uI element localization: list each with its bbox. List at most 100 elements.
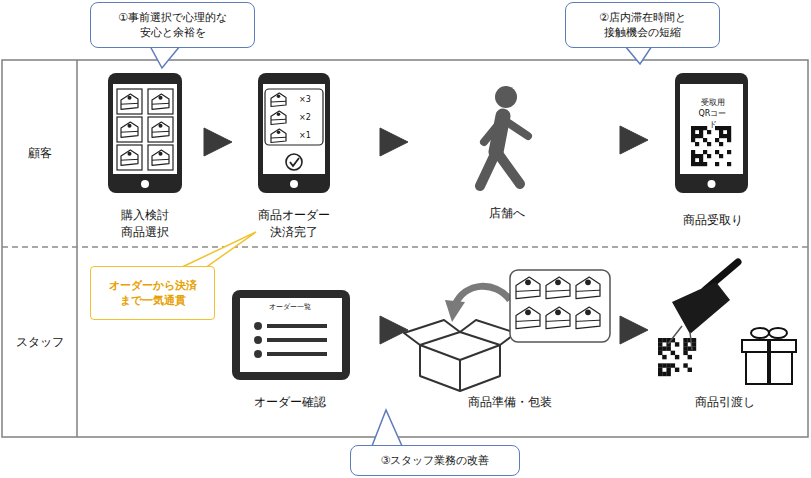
callout-bubble: ①事前選択で心理的な 安心と余裕を bbox=[90, 2, 255, 48]
qr-module bbox=[688, 355, 692, 359]
qr-module bbox=[691, 158, 695, 162]
qr-module bbox=[719, 134, 723, 138]
qr-ground bbox=[658, 338, 696, 376]
product-tile bbox=[148, 89, 173, 114]
gift-bow bbox=[751, 328, 769, 338]
cake-icon bbox=[121, 122, 138, 137]
qr-module bbox=[699, 162, 703, 166]
flow-arrow bbox=[380, 128, 408, 156]
step-label: 商品受取り bbox=[679, 212, 746, 229]
qr-module bbox=[683, 342, 687, 346]
qr-module bbox=[658, 351, 662, 355]
qr-module bbox=[688, 368, 692, 372]
qr-module bbox=[662, 355, 666, 359]
process-step: 受取用 QRコード商品受取り bbox=[660, 70, 765, 242]
qr-module bbox=[662, 346, 666, 350]
scanner-head bbox=[672, 282, 730, 334]
qr-module bbox=[683, 338, 687, 342]
step-label: オーダー一覧 bbox=[267, 303, 313, 313]
qr-module bbox=[658, 368, 662, 372]
callout-text: ③スタッフ業務の改善 bbox=[376, 453, 495, 468]
flow-arrow bbox=[620, 316, 648, 344]
qr-module bbox=[692, 338, 696, 342]
lane-label: 顧客 bbox=[2, 145, 77, 162]
step-label: オーダー確認 bbox=[250, 394, 329, 411]
highlight-callout: オーダーから決済 まで一気通貫 bbox=[90, 266, 215, 320]
step-label: 購入検討 商品選択 bbox=[119, 207, 172, 241]
tablet-screen bbox=[240, 298, 342, 372]
cake-layer bbox=[546, 320, 570, 321]
cake-layer bbox=[152, 131, 169, 133]
qr-module bbox=[707, 130, 711, 134]
qr-module bbox=[683, 346, 687, 350]
callout-tail bbox=[625, 46, 652, 64]
cake-berry bbox=[525, 279, 531, 285]
cake-berry bbox=[158, 124, 162, 128]
product-tile bbox=[117, 117, 142, 142]
phone-body bbox=[108, 73, 182, 193]
qr-module bbox=[727, 162, 731, 166]
process-step: 店舗へ bbox=[455, 70, 560, 242]
callout-text: ②店内滞在時間と 接触機会の短縮 bbox=[595, 10, 690, 41]
qr-module bbox=[691, 130, 695, 134]
cake-layer bbox=[152, 159, 169, 161]
step-label: 受取用 QRコード bbox=[695, 97, 730, 131]
flow-arrow bbox=[620, 126, 648, 154]
qr-module bbox=[703, 126, 707, 130]
process-step: 商品準備・包装 bbox=[410, 265, 610, 415]
box-flaps bbox=[404, 320, 516, 345]
check-circle bbox=[286, 154, 302, 170]
cake-layer bbox=[271, 101, 286, 103]
qr-module bbox=[683, 363, 687, 367]
qr-module bbox=[675, 342, 679, 346]
list-line bbox=[267, 338, 327, 342]
cake-layer bbox=[271, 137, 286, 139]
swimlane-band: スタッフオーダー一覧オーダー確認商品準備・包装商品引渡しオーダーから決済 まで一… bbox=[2, 247, 808, 437]
callout-bubble: ②店内滞在時間と 接触機会の短縮 bbox=[565, 2, 720, 48]
cake-icon bbox=[152, 122, 169, 137]
cake-berry bbox=[277, 95, 281, 99]
qr-module bbox=[699, 130, 703, 134]
quantity-slot: ×2 bbox=[299, 114, 311, 122]
quantity-label: ×2 bbox=[299, 114, 311, 122]
cake-icon bbox=[516, 307, 540, 329]
callout-bubble: ③スタッフ業務の改善 bbox=[350, 445, 520, 476]
list-bullet bbox=[254, 350, 262, 358]
qr-module bbox=[662, 372, 666, 376]
qr-module bbox=[723, 134, 727, 138]
list-bullet bbox=[254, 336, 262, 344]
gift-bow bbox=[769, 328, 787, 338]
qr-module bbox=[658, 342, 662, 346]
qr-module bbox=[666, 368, 670, 372]
cake-icon bbox=[516, 277, 540, 299]
order-panel bbox=[265, 89, 323, 145]
cake-berry bbox=[277, 131, 281, 135]
qr-module bbox=[703, 150, 707, 154]
pack-arrow-head bbox=[445, 300, 465, 322]
cake-layer bbox=[546, 290, 570, 291]
qr-module bbox=[695, 154, 699, 158]
qr-module bbox=[703, 162, 707, 166]
list-bullet bbox=[254, 322, 262, 330]
lane-header-divider bbox=[76, 60, 78, 437]
product-tile bbox=[117, 89, 142, 114]
cake-icon bbox=[546, 277, 570, 299]
phone-button bbox=[290, 180, 298, 188]
cake-berry bbox=[127, 152, 131, 156]
qr-module bbox=[727, 126, 731, 130]
cake-layer bbox=[121, 103, 138, 105]
cake-berry bbox=[555, 279, 561, 285]
cake-layer bbox=[121, 131, 138, 133]
qr-module bbox=[727, 138, 731, 142]
cake-berry bbox=[525, 309, 531, 315]
gift-ribbon bbox=[767, 340, 771, 384]
walker-head bbox=[495, 86, 517, 108]
quantity-label: ×1 bbox=[299, 132, 311, 140]
qr-module bbox=[658, 363, 662, 367]
process-step: 商品オーダー 決済完了 bbox=[240, 70, 348, 243]
swimlane-band: 顧客購入検討 商品選択商品オーダー 決済完了店舗へ受取用 QRコード商品受取り bbox=[2, 60, 808, 247]
qr-module bbox=[699, 126, 703, 130]
qr-module bbox=[715, 138, 719, 142]
qr-module bbox=[699, 154, 703, 158]
